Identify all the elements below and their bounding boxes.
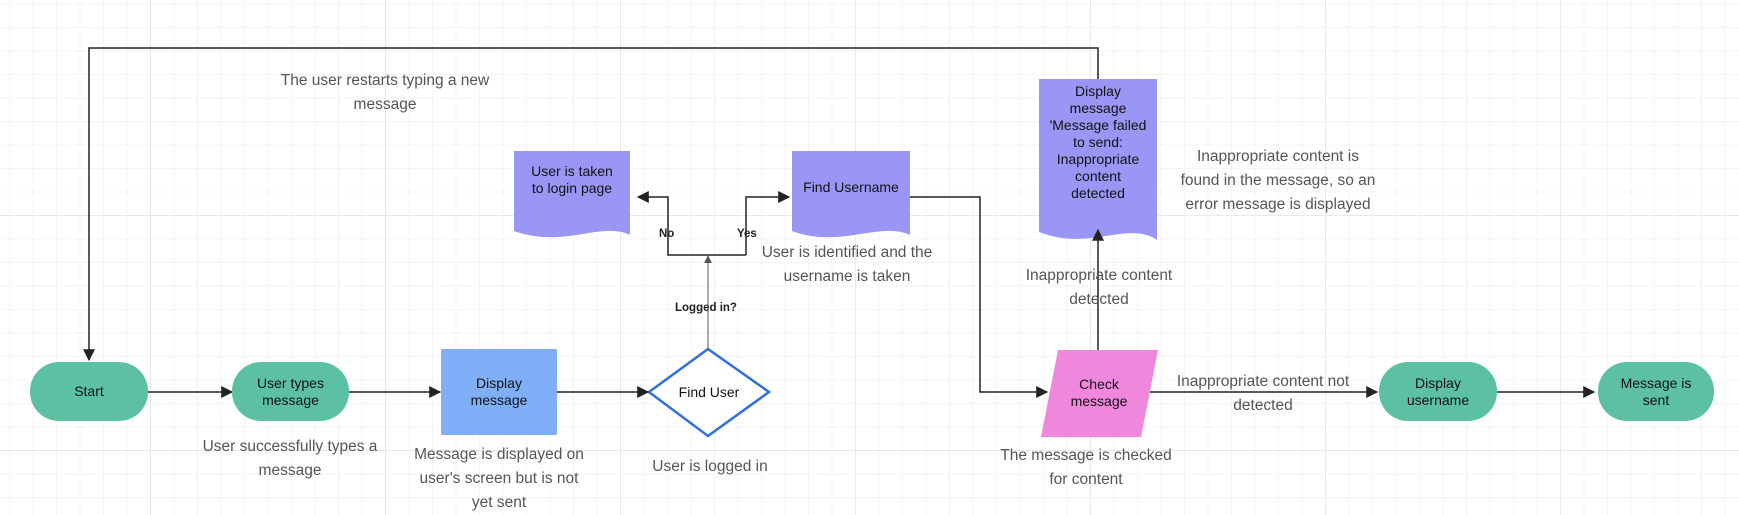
display-username-node[interactable]: Display username [1379,362,1497,421]
failed-message-shape [1039,79,1157,240]
find-username-node[interactable]: Find Username [803,179,899,195]
edge-yes-branch [745,191,791,255]
check-message-shape[interactable] [1041,350,1158,437]
label-content-found: Inappropriate content is found in the me… [1180,148,1376,213]
label-content-detected: Inappropriate content detected [1025,267,1173,308]
label-identified: User is identified and the username is t… [761,244,933,285]
start-node[interactable]: Start [30,362,148,421]
label-typed: User successfully types a message [202,438,378,479]
label-restart: The user restarts typing a new message [280,72,490,113]
message-sent-node[interactable]: Message is sent [1598,362,1714,421]
login-page-node[interactable]: User is taken to login page [531,163,613,196]
display-message-node[interactable]: Display message [441,349,557,435]
label-not-detected: Inappropriate content not detected [1176,373,1350,414]
label-displayed: Message is displayed on user's screen bu… [414,446,584,511]
label-logged-in-text: User is logged in [652,458,768,475]
check-message-node[interactable]: Check message [1070,376,1128,409]
edge-label-logged-in: Logged in? [675,302,737,314]
find-user-diamond[interactable] [646,347,772,438]
edge-label-no: No [659,228,675,240]
label-checked: The message is checked for content [1000,447,1172,488]
edge-restart-loop [83,47,1099,362]
find-username-shape [792,151,910,238]
edge-find-username-to-check [910,196,1049,398]
login-page-shape [514,151,630,238]
edge-no-branch [636,191,746,256]
user-types-node[interactable]: User types message [232,362,349,421]
edge-label-yes: Yes [737,228,757,240]
failed-message-node[interactable]: Display message 'Message failed to send:… [1049,83,1147,201]
find-user-label: Find User [678,383,740,400]
